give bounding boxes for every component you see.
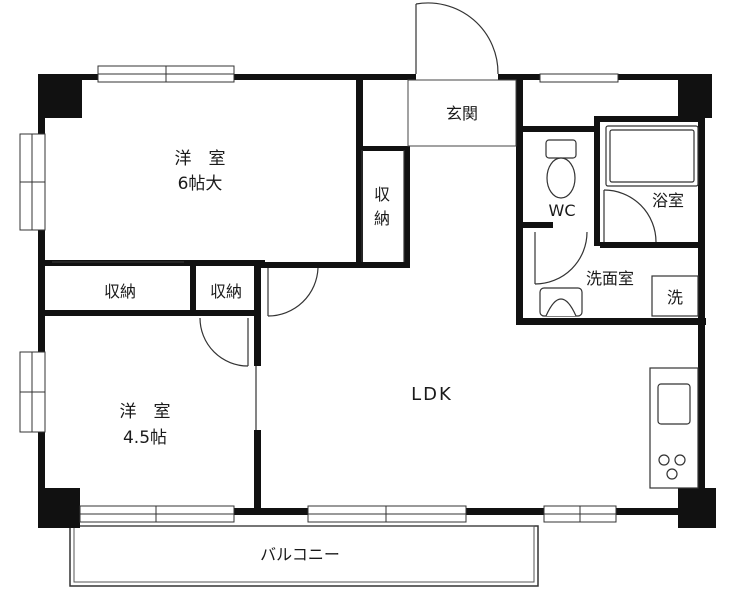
closet-vertical-label-2: 納: [374, 209, 390, 228]
bathroom-label: 浴室: [652, 191, 684, 210]
stove-burner: [658, 454, 670, 466]
closet-left-label: 収納: [104, 282, 136, 301]
room-1-size: 6帖大: [178, 174, 223, 194]
washroom-label: 洗面室: [586, 269, 634, 288]
room-2-name: 洋 室: [120, 402, 171, 422]
ldk-label: LDK: [411, 384, 453, 405]
washing-machine: [651, 275, 699, 317]
toilet-fixture: [545, 139, 577, 159]
exterior-walls: [38, 74, 705, 515]
windows: [19, 65, 619, 523]
room-2-size: 4.5帖: [123, 428, 167, 448]
columns: [38, 74, 716, 528]
interior-walls: [45, 80, 706, 515]
bathtub: [605, 125, 699, 187]
washer-label: 洗: [667, 288, 683, 307]
entrance-area: [407, 79, 517, 147]
closet-vertical-label-1: 収: [374, 185, 390, 204]
room-1-name: 洋 室: [175, 149, 226, 169]
doors: [52, 2, 657, 430]
sink: [657, 383, 691, 425]
fixtures: [539, 125, 699, 489]
stove-burner: [674, 454, 686, 466]
toilet-label: WC: [549, 201, 576, 220]
closet-small-label: 収納: [210, 282, 242, 301]
balcony: [69, 525, 539, 587]
balcony-label: バルコニー: [260, 545, 340, 564]
entrance-label: 玄関: [446, 104, 478, 123]
stove-burner: [666, 468, 678, 480]
